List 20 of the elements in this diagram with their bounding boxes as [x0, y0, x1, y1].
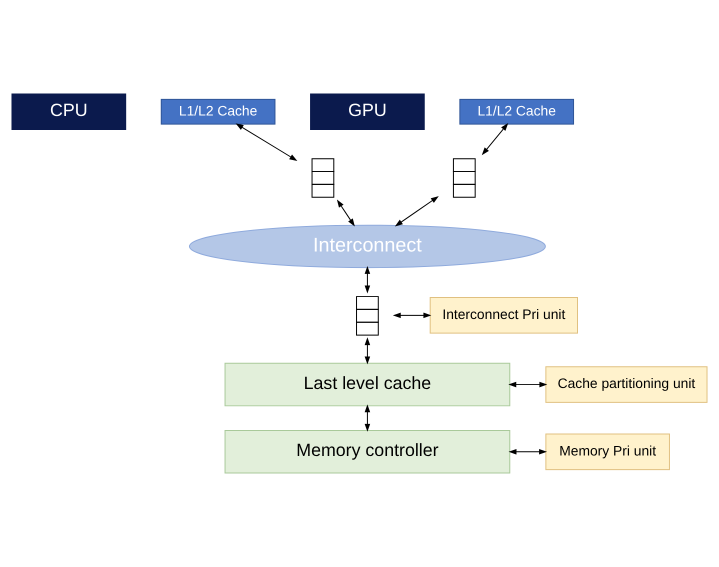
node-box: CPU: [11, 93, 126, 130]
node-box: L1/L2 Cache: [459, 98, 574, 125]
node-box: GPU: [310, 93, 425, 130]
arrow: [508, 382, 548, 388]
arrow: [236, 123, 298, 161]
node-box: Memory Pri unit: [545, 434, 670, 470]
node-ellipse: Interconnect: [188, 224, 546, 268]
node-box: L1/L2 Cache: [160, 98, 276, 125]
node-box: Cache partitioning unit: [545, 366, 708, 403]
arrow: [364, 337, 370, 364]
arrow: [364, 404, 370, 432]
arrow: [336, 200, 355, 227]
arrow: [392, 312, 432, 318]
node-box: Last level cache: [224, 362, 510, 406]
arrow: [482, 122, 508, 156]
node-box: Interconnect Pri unit: [430, 297, 578, 334]
arrow: [508, 449, 547, 455]
arrow: [394, 196, 439, 226]
node-box: Memory controller: [224, 430, 510, 474]
arrow: [364, 266, 370, 294]
